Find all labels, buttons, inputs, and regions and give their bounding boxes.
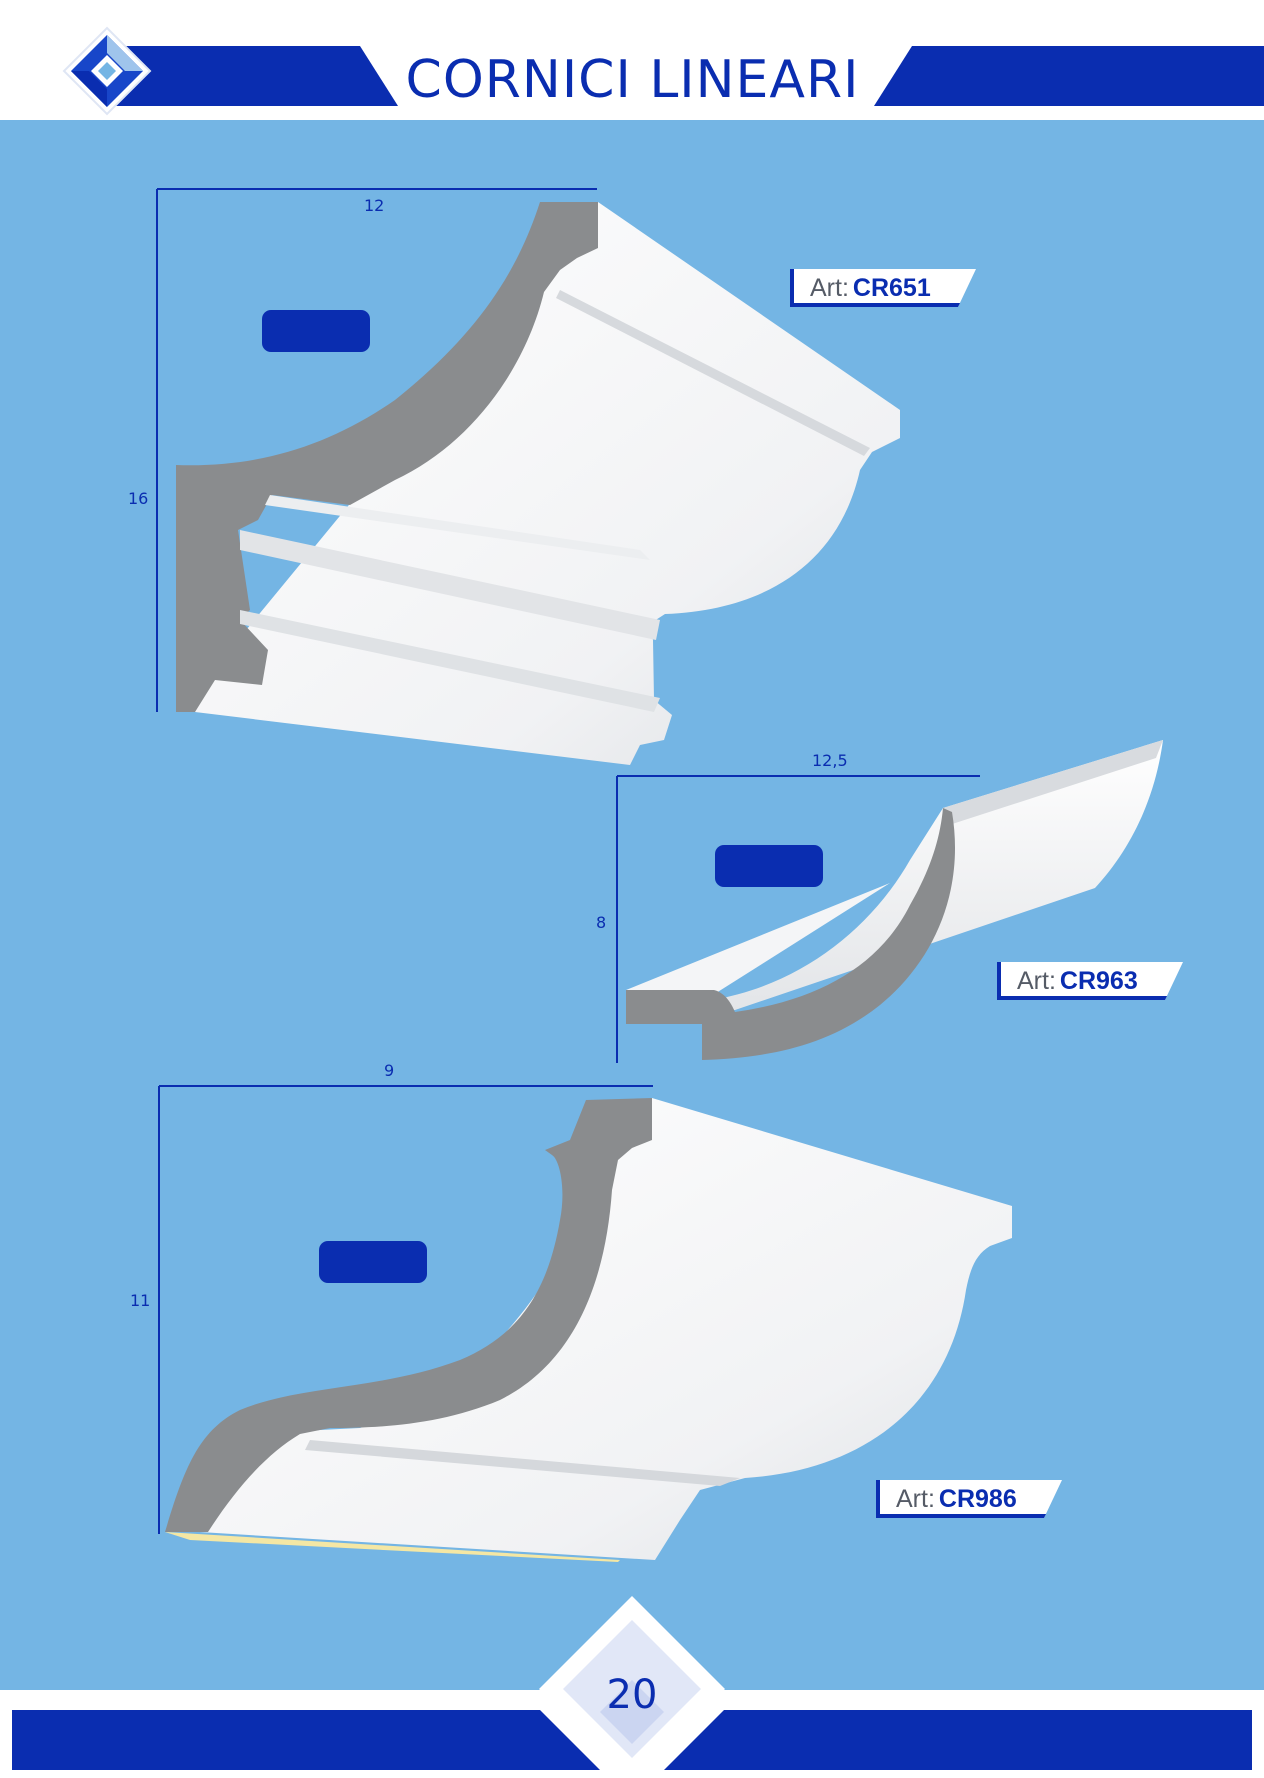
page-number: 20 (606, 1672, 658, 1718)
tag-shape (790, 269, 976, 307)
page-title: CORNICI LINEARI (405, 50, 860, 110)
cr651-width-dimension: 12 (364, 196, 385, 215)
cr963-art-label: Art:CR963 (1017, 967, 1138, 995)
cr651-code: CR651 (852, 274, 931, 302)
tag-shape (876, 1480, 1062, 1518)
footer-diamond (539, 1596, 725, 1778)
molding-cr963 (616, 740, 1163, 1063)
cr986-art-label: Art:CR986 (896, 1485, 1017, 1513)
footer-bars (12, 1710, 1252, 1770)
header-bars (110, 46, 1264, 106)
cr986-width-dimension: 9 (384, 1061, 395, 1080)
cr986-height-dimension: 11 (130, 1291, 151, 1310)
cr986-badge (319, 1241, 427, 1283)
cr651-badge (262, 310, 370, 352)
cr986-article-tag: Art:CR986 (876, 1480, 1062, 1518)
cr963-height-dimension: 8 (596, 913, 607, 932)
molding-cr651 (156, 188, 900, 765)
cr986-code: CR986 (938, 1485, 1017, 1513)
molding-cr986 (158, 1085, 1012, 1562)
cr651-article-tag: Art:CR651 (790, 269, 976, 307)
cr651-art-label: Art:CR651 (810, 274, 931, 302)
diamond-logo-icon (62, 26, 152, 116)
cr963-badge (715, 845, 823, 887)
cr963-article-tag: Art:CR963 (997, 962, 1183, 1000)
cr963-width-dimension: 12,5 (812, 751, 848, 770)
cr963-code: CR963 (1059, 967, 1138, 995)
tag-shape (997, 962, 1183, 1000)
cr651-height-dimension: 16 (128, 489, 149, 508)
